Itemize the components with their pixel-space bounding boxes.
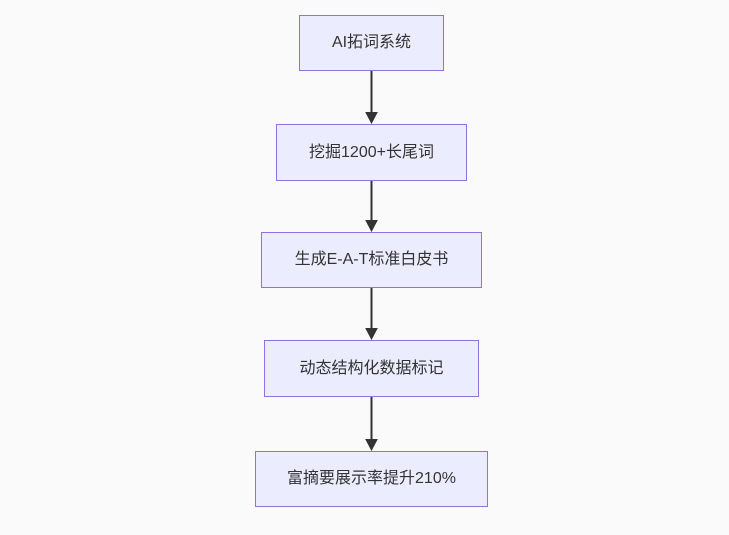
- flow-node-label: 生成E-A-T标准白皮书: [294, 251, 449, 269]
- flow-arrow-4: [365, 397, 378, 452]
- flow-node-structured-data-markup: 动态结构化数据标记: [264, 340, 479, 397]
- flow-node-rich-snippet-uplift: 富摘要展示率提升210%: [255, 451, 488, 507]
- flow-node-label: 富摘要展示率提升210%: [287, 470, 456, 488]
- flow-node-label: 挖掘1200+长尾词: [309, 143, 434, 161]
- flow-node-eat-whitepaper: 生成E-A-T标准白皮书: [261, 232, 482, 288]
- flow-node-label: 动态结构化数据标记: [299, 359, 444, 377]
- flow-arrow-3: [365, 288, 378, 341]
- flow-node-label: AI拓词系统: [331, 34, 412, 52]
- flow-node-longtail-mining: 挖掘1200+长尾词: [276, 124, 467, 181]
- flow-arrow-2: [365, 181, 378, 233]
- flow-arrow-1: [365, 71, 378, 125]
- flow-node-ai-keyword-system: AI拓词系统: [299, 15, 444, 71]
